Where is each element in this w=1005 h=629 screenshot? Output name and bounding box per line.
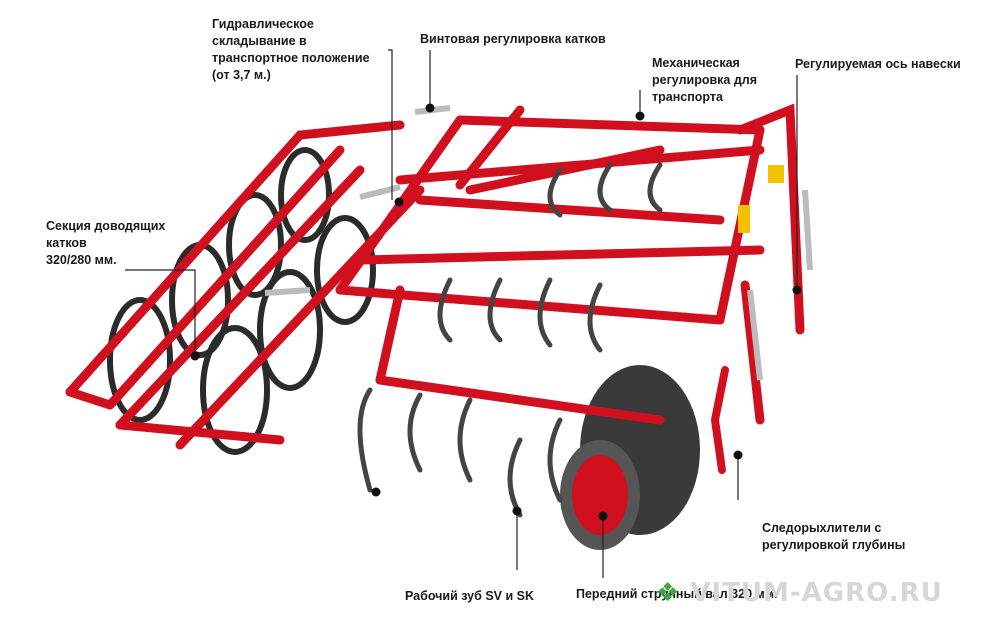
label-track-eradicators: Следорыхлители с регулировкой глубины <box>762 521 906 552</box>
watermark: ❖ VITUM-AGRO.RU <box>656 578 943 608</box>
label-working-tine: Рабочий зуб SV и SK <box>405 589 534 603</box>
warning-stickers <box>738 165 784 233</box>
frame <box>65 103 805 450</box>
front-string-roller <box>560 365 700 550</box>
label-hydraulic-folding: Гидравлическое складывание в транспортно… <box>212 17 370 82</box>
label-mechanical-adjustment: Механическая регулировка для транспорта <box>652 56 758 104</box>
callout-dots <box>190 103 802 521</box>
working-tines <box>357 162 663 518</box>
green-leaf-icon: ❖ <box>656 578 681 608</box>
springs <box>264 105 813 381</box>
label-screw-adjustment: Винтовая регулировка катков <box>420 32 606 46</box>
label-front-roller: Передний струнный вал 320 мм. <box>576 587 778 601</box>
track-eradicator <box>710 366 729 474</box>
label-roller-section: Секция доводящих катков 320/280 мм. <box>46 219 166 267</box>
label-adjustable-axle: Регулируемая ось навески <box>795 57 961 71</box>
callout-leaders <box>125 49 798 578</box>
watermark-text: VITUM-AGRO.RU <box>690 578 943 608</box>
